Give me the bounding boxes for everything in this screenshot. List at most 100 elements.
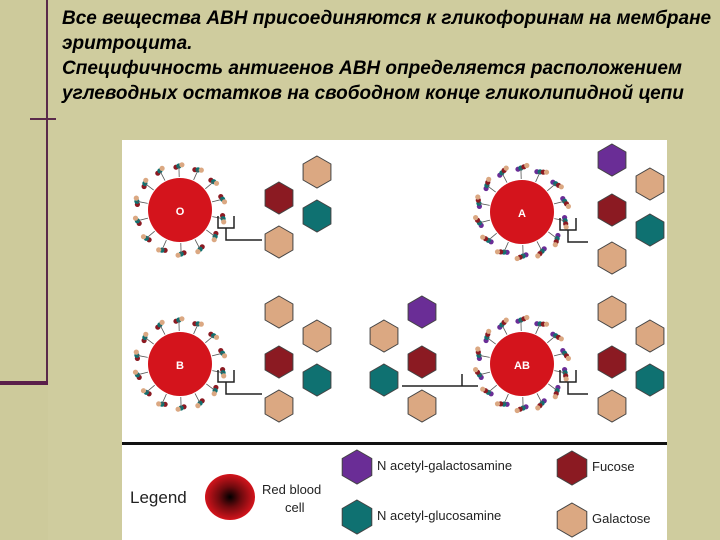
antigen-dot (558, 336, 564, 342)
hex-b-fucose (264, 345, 294, 379)
antigen-stalk (501, 324, 508, 335)
antigen-dot (140, 388, 147, 394)
antigen-dot (213, 334, 220, 340)
hex-mid-glcnac (369, 363, 399, 397)
antigen-dot (132, 215, 139, 221)
antigen-stalk (503, 393, 509, 405)
legend-galactose-icon (556, 502, 588, 538)
legend-title: Legend (130, 488, 187, 507)
antigen-dot (514, 255, 520, 262)
legend-galnac-icon (341, 449, 373, 485)
cell-ab-label: AB (514, 360, 530, 372)
antigen-dot (221, 353, 228, 359)
antigen-dot (503, 165, 509, 171)
antigen-dot (524, 314, 530, 321)
antigen-stalk (159, 324, 166, 335)
abh-antigen-figure: O A B AB (122, 140, 667, 540)
legend-rbc-icon (205, 474, 255, 520)
antigen-dot (213, 180, 220, 186)
left-bottom-rule (0, 381, 48, 385)
cell-ab-decoration (473, 314, 571, 414)
antigen-dot (558, 184, 564, 190)
slide-text-line1: Все вещества АВН присоединяются к гликоф… (62, 8, 712, 54)
antigen-dot (486, 328, 492, 334)
hex-o-fucose (264, 181, 294, 215)
hex-a-glcnac (635, 213, 665, 247)
antigen-stalk (144, 337, 154, 345)
antigen-dot (195, 249, 201, 255)
antigen-stalk (136, 200, 148, 204)
antigen-dot (211, 391, 217, 397)
antigen-stalk (206, 229, 216, 237)
hex-mid-galactose-base (407, 389, 437, 423)
antigen-dot (514, 407, 520, 414)
antigen-dot (159, 165, 165, 171)
antigen-dot (140, 234, 147, 240)
antigen-stalk (486, 337, 496, 345)
antigen-stalk (479, 371, 491, 376)
antigen-dot (503, 317, 509, 323)
antigen-dot (175, 252, 181, 258)
legend-glcnac-label: N acetyl-glucosamine (377, 508, 501, 523)
hex-mid-galnac (407, 295, 437, 329)
antigen-stalk (548, 383, 558, 391)
antigen-dot (195, 403, 201, 409)
antigen-dot (156, 247, 162, 253)
antigen-dot (198, 321, 204, 327)
legend-galnac-label: N acetyl-galactosamine (377, 458, 512, 473)
antigen-dot (156, 401, 162, 407)
antigen-dot (179, 162, 185, 168)
antigen-dot (535, 253, 541, 259)
hex-b-glcnac (302, 363, 332, 397)
hex-b-galactose-base (264, 389, 294, 423)
cell-o-decoration (132, 162, 228, 258)
hex-o-galactose-top (302, 155, 332, 189)
antigen-dot (563, 376, 569, 382)
antigen-stalk (136, 354, 148, 358)
hex-mid-galactose-top (369, 319, 399, 353)
antigen-dot (565, 355, 571, 361)
text-panel (56, 0, 716, 140)
slide-text-line2: Специфичность антигенов АВН определяется… (62, 58, 684, 104)
cell-a-group: A (473, 162, 571, 262)
antigen-stalk (194, 239, 201, 250)
antigen-dot (535, 405, 541, 411)
antigen-stalk (146, 384, 155, 393)
antigen-dot (475, 346, 481, 352)
hex-b-galactose-extra (264, 295, 294, 329)
antigen-dot (486, 176, 492, 182)
antigen-dot (211, 237, 217, 243)
legend-rbc-line1: Red blood (262, 482, 321, 497)
antigen-dot (552, 242, 558, 248)
antigen-stalk (536, 393, 543, 404)
hex-mid-fucose (407, 345, 437, 379)
hex-ab-glcnac (635, 363, 665, 397)
cell-a-label: A (518, 208, 526, 220)
rbc-cell-ab (490, 332, 554, 396)
legend-rbc-line2: cell (285, 500, 305, 515)
antigen-stalk (478, 354, 490, 358)
left-margin-band (0, 0, 48, 540)
cell-o-label: O (176, 206, 185, 218)
antigen-dot (565, 203, 571, 209)
cell-o-group: O (132, 162, 228, 258)
hex-ab-fucose (597, 345, 627, 379)
antigen-dot (133, 349, 139, 355)
antigen-stalk (161, 239, 167, 251)
hex-a-fucose (597, 193, 627, 227)
antigen-stalk (535, 323, 541, 335)
antigen-stalk (553, 352, 565, 357)
antigen-stalk (211, 352, 223, 357)
antigen-stalk (501, 172, 508, 183)
rbc-cell-b (148, 332, 212, 396)
antigen-stalk (548, 231, 558, 239)
antigen-stalk (478, 202, 490, 206)
antigen-stalk (137, 371, 149, 376)
antigen-stalk (206, 383, 216, 391)
antigen-stalk (193, 323, 199, 335)
left-vertical-rule (46, 0, 48, 385)
hex-a-galnac (597, 143, 627, 177)
hex-o-glcnac (302, 199, 332, 233)
antigen-dot (480, 386, 486, 392)
antigen-dot (221, 373, 227, 379)
